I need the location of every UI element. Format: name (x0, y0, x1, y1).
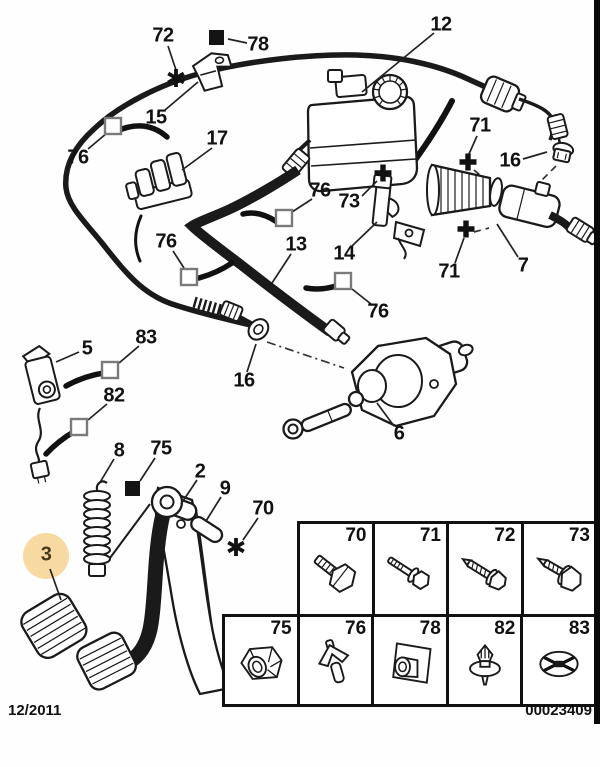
callout-78: 78 (247, 33, 269, 56)
cell-number: 76 (345, 618, 367, 639)
table-cell-72: 72 (446, 524, 521, 614)
star-marker (167, 69, 185, 87)
callout-17: 17 (206, 127, 228, 150)
grommet-clip-icon (392, 642, 432, 684)
flange-head-screw-icon (536, 557, 582, 592)
cell-number: 71 (419, 525, 441, 546)
callout-15: 15 (145, 106, 167, 129)
fastener-table-top-row: 70 71 72 (297, 521, 598, 617)
hex-bolt-icon (313, 554, 356, 593)
pedal-pad-3 (20, 592, 88, 660)
cell-number: 83 (568, 618, 590, 639)
cell-number: 72 (494, 525, 516, 546)
black-square-marker (125, 481, 140, 496)
table-cell-83: 83 (520, 617, 595, 704)
master-cylinder-6 (282, 336, 474, 440)
pedal-bracket (152, 486, 232, 696)
hose-13 (184, 165, 351, 345)
table-cell-75: 75 (225, 617, 297, 704)
black-square-marker (209, 30, 224, 45)
callout-9: 9 (219, 477, 231, 500)
push-clip-icon (468, 643, 501, 686)
table-cell-78: 78 (371, 617, 446, 704)
callout-16-2: 16 (233, 369, 255, 392)
white-square-markers (69, 116, 353, 437)
pipe-end-fitting (219, 300, 244, 322)
slave-cylinder-7 (426, 163, 600, 246)
clip-17 (125, 152, 193, 211)
pedal-assembly (20, 485, 232, 696)
callout-71-1: 71 (469, 114, 491, 137)
callout-76-2: 76 (309, 179, 331, 202)
table-cell-76: 76 (296, 617, 372, 704)
scan-edge-bar (594, 0, 600, 724)
callout-70: 70 (252, 497, 274, 520)
assembly-line (473, 227, 490, 233)
callout-16-1: 16 (499, 149, 521, 172)
callout-5: 5 (81, 337, 93, 360)
cross-clip-icon (539, 650, 579, 678)
pedal-pad-attached (76, 631, 137, 691)
expansion-clip-icon (318, 639, 350, 684)
self-tapping-screw-icon (460, 557, 507, 591)
callout-7: 7 (517, 254, 529, 277)
table-cell-70: 70 (300, 524, 372, 614)
hose-end-fitting (322, 318, 351, 345)
spacer-sleeve-9 (190, 515, 224, 544)
callout-73: 73 (338, 190, 360, 213)
callout-2: 2 (194, 460, 206, 483)
cell-number: 70 (345, 525, 367, 546)
assembly-line (266, 341, 345, 369)
table-cell-82: 82 (445, 617, 521, 704)
callout-13: 13 (285, 233, 307, 256)
plus-markers (374, 153, 477, 238)
callout-14: 14 (333, 242, 355, 265)
leader-lines (49, 32, 548, 601)
document-number: 00023409 (525, 702, 592, 719)
assembly-line (535, 165, 557, 187)
callout-76-4: 76 (367, 300, 389, 323)
cell-number: 78 (419, 618, 441, 639)
callout-72: 72 (152, 24, 174, 47)
callout-76-3: 76 (155, 230, 177, 253)
switch-5 (21, 344, 61, 484)
reservoir-cap (371, 73, 409, 111)
table-cell-73: 73 (520, 524, 596, 614)
callout-12: 12 (430, 13, 452, 36)
callout-83: 83 (135, 326, 157, 349)
callout-8: 8 (113, 439, 125, 462)
revision-date: 12/2011 (8, 702, 62, 719)
star-marker (227, 538, 245, 556)
callout-6: 6 (393, 422, 405, 445)
cell-number: 82 (494, 618, 516, 639)
table-cell-71: 71 (371, 524, 447, 614)
grommet-16-middle (247, 318, 270, 341)
leader-swoosh (134, 214, 143, 263)
callout-76-1: 76 (67, 146, 89, 169)
callout-3-highlighted: 3 (40, 543, 52, 566)
callout-75: 75 (150, 437, 172, 460)
reservoir-sensor (327, 69, 368, 99)
grommet-16-top (552, 141, 575, 164)
cell-number: 75 (270, 618, 292, 639)
stud-bolt-icon (387, 556, 431, 590)
callout-82: 82 (103, 384, 125, 407)
highlight-circle (23, 533, 69, 579)
hose-coupler (479, 75, 527, 113)
clip-15 (191, 52, 233, 92)
pipe-ribbed-sleeve (192, 296, 234, 319)
cell-number: 73 (568, 525, 590, 546)
fluid-reservoir (281, 69, 419, 193)
markers (69, 30, 477, 556)
spring-8 (83, 480, 151, 577)
callout-71-2: 71 (438, 260, 460, 283)
fastener-table-bottom-row: 75 76 78 (222, 614, 598, 707)
pipe-bracket-14 (371, 173, 426, 260)
flange-nut-icon (240, 646, 283, 680)
